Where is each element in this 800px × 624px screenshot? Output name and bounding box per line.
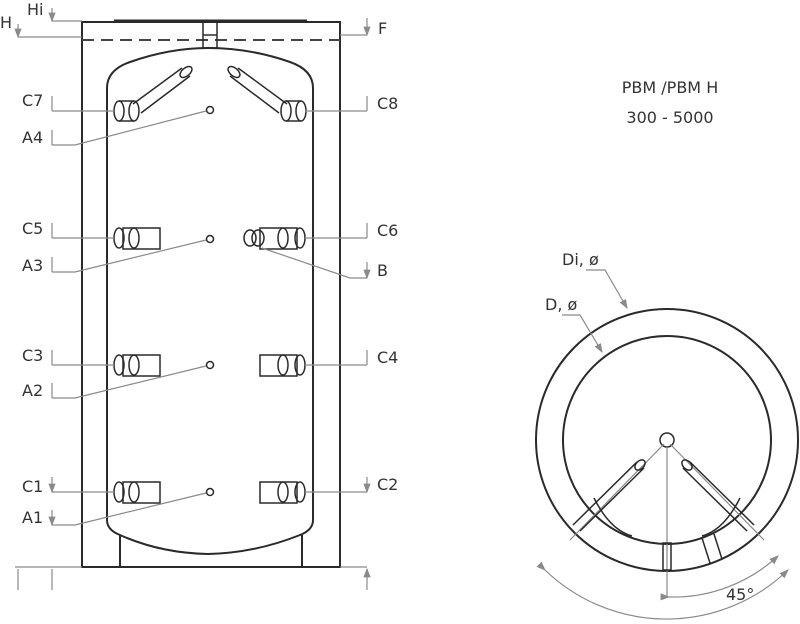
label-hi: Hi (27, 0, 43, 19)
label-c4: C4 (377, 348, 398, 367)
sensor-a4 (205, 105, 215, 115)
fitting-c2 (259, 481, 306, 504)
tank-elevation (81, 19, 341, 568)
label-c1: C1 (22, 477, 43, 496)
pipe-c8 (227, 65, 307, 122)
model-title: PBM /PBM H (622, 78, 718, 97)
sensor-a3 (205, 234, 215, 244)
label-c7: C7 (22, 91, 43, 110)
label-c5: C5 (22, 219, 43, 238)
label-c6: C6 (377, 221, 398, 240)
label-h: H (0, 13, 12, 32)
fitting-c5 (113, 227, 161, 250)
center-port (659, 432, 675, 448)
outer-shell (81, 21, 341, 568)
label-a3: A3 (22, 256, 43, 275)
inner-tank (106, 46, 314, 556)
side-port (701, 533, 723, 564)
angle-arc-45 (660, 555, 779, 601)
fitting-c4 (259, 354, 306, 377)
label-c2: C2 (377, 475, 398, 494)
label-c8: C8 (377, 94, 398, 113)
dimension-lines (14, 8, 367, 590)
pipe-c7 (113, 65, 193, 122)
model-range: 300 - 5000 (626, 108, 713, 127)
fitting-c6 (243, 227, 306, 250)
label-d: D, ø (545, 295, 577, 314)
sensor-a1 (205, 487, 215, 497)
label-c3: C3 (22, 346, 43, 365)
label-di: Di, ø (562, 250, 599, 269)
fitting-c3 (113, 354, 161, 377)
pipe-left (572, 459, 646, 532)
label-f: F (378, 19, 387, 38)
tank-plan-view (535, 269, 799, 620)
pipe-right (681, 459, 755, 532)
label-a2: A2 (22, 381, 43, 400)
label-a1: A1 (22, 508, 43, 527)
label-angle: 45° (726, 585, 754, 604)
sensor-a2 (205, 360, 215, 370)
fitting-c1 (113, 481, 161, 504)
label-a4: A4 (22, 128, 43, 147)
label-b: B (377, 261, 388, 280)
